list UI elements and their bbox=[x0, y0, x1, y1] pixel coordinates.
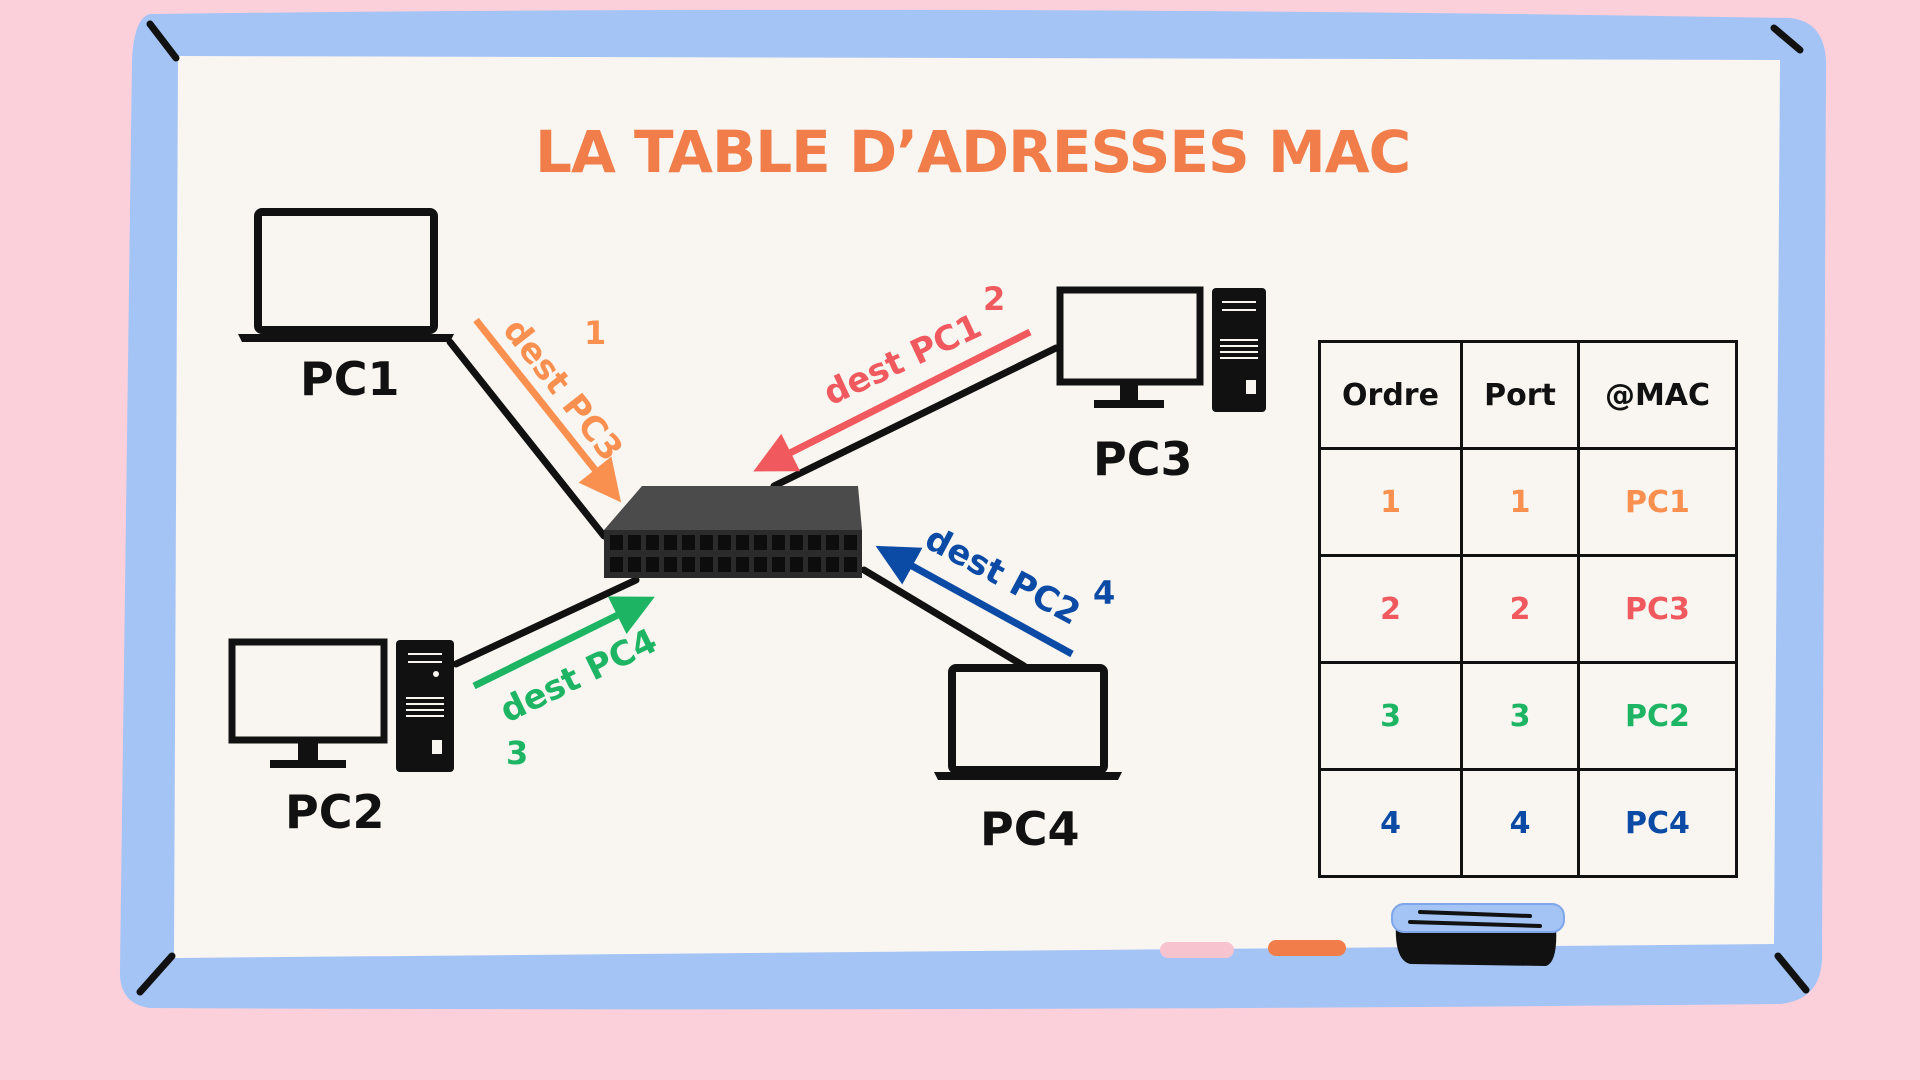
switch-port bbox=[682, 557, 695, 572]
orange-marker-icon bbox=[1268, 940, 1346, 956]
pc3-desktop-icon bbox=[1056, 286, 1266, 412]
switch-port bbox=[628, 535, 641, 550]
cell-order: 3 bbox=[1318, 661, 1463, 771]
table-row: 2 2 PC3 bbox=[1318, 554, 1738, 664]
switch-port bbox=[844, 557, 857, 572]
switch-port bbox=[610, 557, 623, 572]
network-switch-icon bbox=[604, 486, 862, 578]
header-mac: @MAC bbox=[1577, 340, 1738, 450]
switch-port bbox=[736, 535, 749, 550]
switch-port bbox=[718, 535, 731, 550]
switch-port bbox=[844, 535, 857, 550]
frame-arrow-1 bbox=[473, 317, 622, 503]
switch-port bbox=[754, 535, 767, 550]
switch-port bbox=[826, 557, 839, 572]
board-corners bbox=[136, 20, 1810, 996]
pc1-laptop-icon bbox=[238, 208, 454, 342]
table-row: 3 3 PC2 bbox=[1318, 661, 1738, 771]
switch-port bbox=[610, 535, 623, 550]
switch-port bbox=[754, 557, 767, 572]
cell-order: 2 bbox=[1318, 554, 1463, 664]
pc3-label: PC3 bbox=[1093, 432, 1193, 486]
table-row: 4 4 PC4 bbox=[1318, 768, 1738, 878]
eraser-icon bbox=[1391, 903, 1565, 966]
pink-marker-icon bbox=[1160, 942, 1234, 958]
switch-port bbox=[772, 557, 785, 572]
header-ordre: Ordre bbox=[1318, 340, 1463, 450]
cell-port: 1 bbox=[1460, 447, 1580, 557]
pc2-label: PC2 bbox=[285, 785, 385, 839]
cable-pc1 bbox=[446, 338, 608, 540]
switch-port bbox=[646, 535, 659, 550]
cell-mac: PC3 bbox=[1577, 554, 1738, 664]
switch-port bbox=[826, 535, 839, 550]
switch-port bbox=[664, 557, 677, 572]
switch-port bbox=[700, 535, 713, 550]
frame-arrow-2 bbox=[753, 328, 1032, 472]
pc1-label: PC1 bbox=[300, 352, 400, 406]
mac-address-table: Ordre Port @MAC 1 1 PC1 2 2 PC3 3 3 PC2 … bbox=[1318, 340, 1738, 878]
pc2-desktop-icon bbox=[228, 638, 454, 772]
cable-pc3 bbox=[770, 344, 1060, 490]
frame-order-2: 2 bbox=[983, 280, 1006, 318]
cell-port: 2 bbox=[1460, 554, 1580, 664]
cell-mac: PC4 bbox=[1577, 768, 1738, 878]
switch-port bbox=[790, 557, 803, 572]
cables bbox=[446, 338, 1060, 670]
page-title: LA TABLE D’ADRESSES MAC bbox=[535, 118, 1411, 186]
switch-port bbox=[736, 557, 749, 572]
switch-port bbox=[628, 557, 641, 572]
switch-port bbox=[700, 557, 713, 572]
switch-port bbox=[808, 535, 821, 550]
cell-port: 4 bbox=[1460, 768, 1580, 878]
frame-order-4: 4 bbox=[1093, 574, 1116, 612]
table-header-row: Ordre Port @MAC bbox=[1318, 340, 1738, 450]
pc4-laptop-icon bbox=[934, 664, 1122, 780]
switch-port bbox=[808, 557, 821, 572]
frame-order-1: 1 bbox=[584, 314, 607, 352]
frame-order-3: 3 bbox=[506, 734, 529, 772]
frame-arrow-4 bbox=[875, 545, 1074, 658]
cell-order: 4 bbox=[1318, 768, 1463, 878]
header-port: Port bbox=[1460, 340, 1580, 450]
cell-order: 1 bbox=[1318, 447, 1463, 557]
frame-arrow-3 bbox=[472, 596, 655, 690]
switch-port bbox=[790, 535, 803, 550]
cell-port: 3 bbox=[1460, 661, 1580, 771]
table-row: 1 1 PC1 bbox=[1318, 447, 1738, 557]
cell-mac: PC1 bbox=[1577, 447, 1738, 557]
switch-port bbox=[772, 535, 785, 550]
switch-port bbox=[682, 535, 695, 550]
switch-port bbox=[664, 535, 677, 550]
cable-pc4 bbox=[860, 566, 1028, 670]
cell-mac: PC2 bbox=[1577, 661, 1738, 771]
switch-port bbox=[646, 557, 659, 572]
switch-port bbox=[718, 557, 731, 572]
pc4-label: PC4 bbox=[980, 802, 1080, 856]
cable-pc2 bbox=[452, 576, 640, 668]
